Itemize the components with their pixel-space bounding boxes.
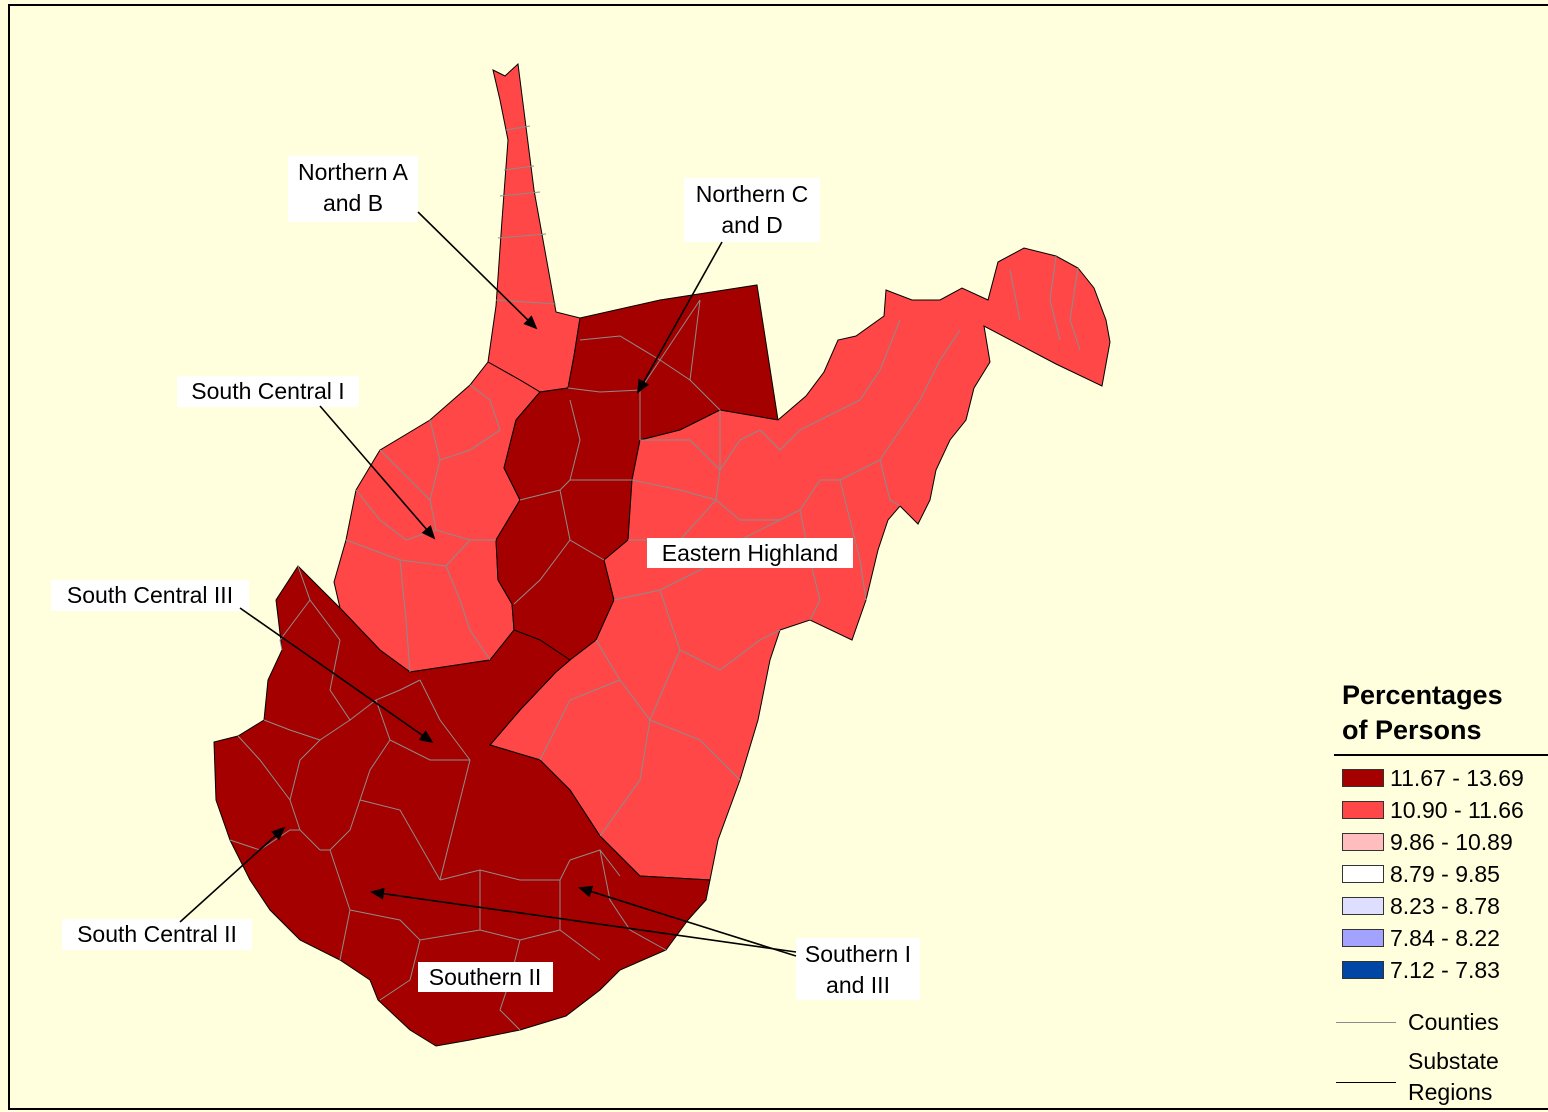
label-south-central-2: South Central II <box>77 921 237 947</box>
label-bg-south-central-3 <box>51 580 249 611</box>
legend-swatch-3 <box>1342 833 1384 851</box>
label-northern-cd-1: Northern C <box>696 181 808 207</box>
legend-swatch-4 <box>1342 865 1384 883</box>
label-southern-13-1: Southern I <box>805 941 911 967</box>
label-northern-ab-1: Northern A <box>298 159 409 185</box>
legend-item-2: 10.90 - 11.66 <box>1342 796 1524 823</box>
label-southern-2: Southern II <box>429 964 542 990</box>
legend-substate-line-1: Substate <box>1408 1048 1499 1074</box>
label-bg-southern-2 <box>418 962 553 992</box>
legend-swatch-7 <box>1342 961 1384 979</box>
legend-label-2: 10.90 - 11.66 <box>1390 796 1524 823</box>
legend-label-6: 7.84 - 8.22 <box>1390 924 1500 951</box>
label-northern-cd-2: and D <box>721 212 782 238</box>
legend-substate-line-2: Regions <box>1408 1079 1493 1105</box>
label-bg-south-central-1 <box>177 376 359 407</box>
label-south-central-1: South Central I <box>191 378 344 404</box>
legend-label-4: 8.79 - 9.85 <box>1390 860 1500 887</box>
legend-item-4: 8.79 - 9.85 <box>1342 860 1500 887</box>
legend-title-line-1: Percentages <box>1342 680 1503 710</box>
label-bg-south-central-2 <box>62 919 252 950</box>
legend-swatch-5 <box>1342 897 1384 915</box>
legend-label-5: 8.23 - 8.78 <box>1390 892 1500 919</box>
legend-title: Percentages of Persons <box>1342 678 1503 748</box>
legend-title-line-2: of Persons <box>1342 715 1482 745</box>
legend-divider <box>1334 754 1548 756</box>
region-northern-a-b <box>487 62 581 393</box>
label-southern-13-2: and III <box>826 972 890 998</box>
county-lines <box>229 125 1081 1031</box>
legend-swatch-2 <box>1342 801 1384 819</box>
legend-label-7: 7.12 - 7.83 <box>1390 956 1500 983</box>
legend-item-1: 11.67 - 13.69 <box>1342 764 1524 791</box>
leader-arrows <box>179 211 797 957</box>
legend-item-6: 7.84 - 8.22 <box>1342 924 1500 951</box>
label-northern-ab-2: and B <box>323 190 383 216</box>
legend-counties: Counties <box>1336 1009 1499 1036</box>
legend-label-3: 9.86 - 10.89 <box>1390 828 1513 855</box>
legend-swatch-6 <box>1342 929 1384 947</box>
legend-substate-regions: Substate Regions <box>1336 1048 1499 1106</box>
legend-counties-label: Counties <box>1408 1009 1499 1035</box>
region-line-sample <box>1336 1082 1396 1083</box>
county-line-sample <box>1336 1022 1396 1023</box>
label-eastern-highland: Eastern Highland <box>662 540 838 566</box>
region-south-central-1 <box>333 361 541 673</box>
legend-label-1: 11.67 - 13.69 <box>1390 764 1524 791</box>
label-bg-southern-13 <box>796 938 920 1000</box>
label-bg-eastern-highland <box>647 538 853 568</box>
legend-item-3: 9.86 - 10.89 <box>1342 828 1513 855</box>
label-bg-northern-ab <box>288 156 418 222</box>
legend-item-7: 7.12 - 7.83 <box>1342 956 1500 983</box>
legend-item-5: 8.23 - 8.78 <box>1342 892 1500 919</box>
label-south-central-3: South Central III <box>67 582 233 608</box>
region-south-west <box>213 565 711 1047</box>
legend-swatch-1 <box>1342 769 1384 787</box>
label-bg-northern-cd <box>684 178 820 242</box>
legend-substate-label: Substate Regions <box>1408 1048 1499 1106</box>
